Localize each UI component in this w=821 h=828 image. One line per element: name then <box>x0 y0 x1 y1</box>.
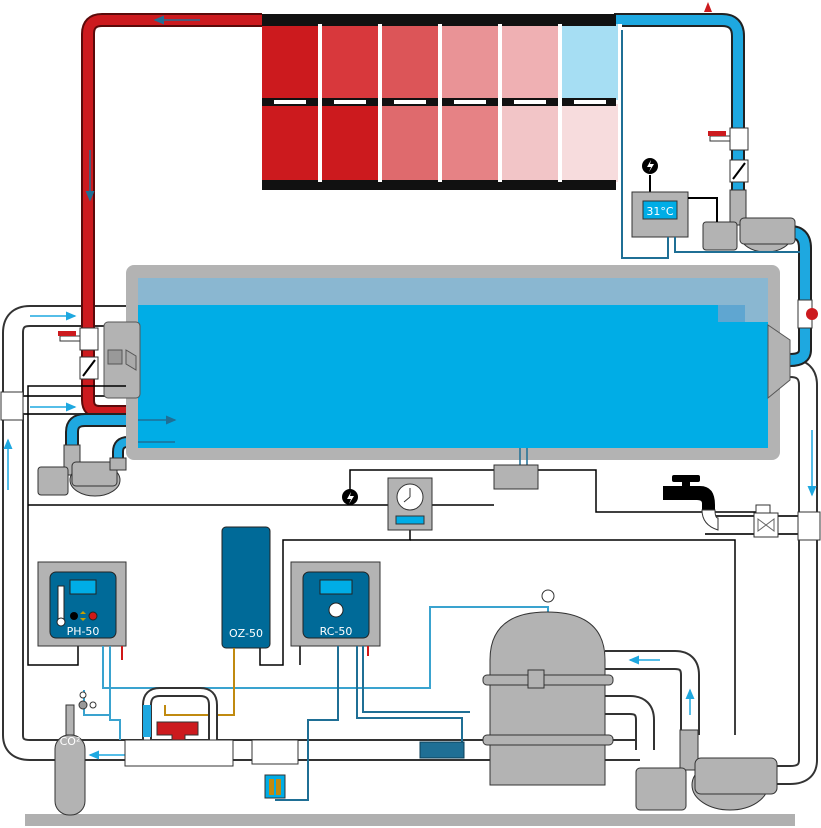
solar-pump <box>702 189 796 253</box>
solar-panel-top <box>262 24 318 100</box>
solar-panel-top <box>502 24 558 100</box>
panel-slot <box>514 100 546 104</box>
panel-gap <box>498 24 502 182</box>
faucet-icon <box>663 475 719 531</box>
heater-controller: 31°C <box>621 30 800 259</box>
ozone-generator: OZ-50 <box>221 526 271 649</box>
air-vent-icon <box>704 2 712 12</box>
solar-panel-top <box>562 24 618 100</box>
panel-gap <box>318 24 322 182</box>
junction-box <box>493 464 539 490</box>
solar-panel-bottom <box>382 104 438 182</box>
co2-cylinder-icon: CO² <box>54 691 97 816</box>
panel-slot <box>394 100 426 104</box>
temperature-display: 31°C <box>646 205 673 218</box>
co2-regulator <box>78 700 88 710</box>
swimming-pool <box>126 265 791 460</box>
solar-panel-bottom <box>442 104 498 182</box>
panel-gap <box>618 24 622 182</box>
chlorine-controller: RC-50 <box>290 561 381 647</box>
ph-controller-label: PH-50 <box>67 625 100 638</box>
pool-pump-left <box>37 444 127 497</box>
heat-exchanger <box>103 321 141 399</box>
timer-control-box <box>387 477 433 531</box>
solar-panel-top <box>382 24 438 100</box>
chlorine-controller-label: RC-50 <box>320 625 353 638</box>
return-pipes <box>2 305 818 785</box>
tee-fitting-right <box>797 511 821 541</box>
solar-header-bottom <box>262 180 616 190</box>
panel-slot <box>334 100 366 104</box>
solenoid-valve <box>753 504 779 538</box>
ball-valve-handle <box>156 721 199 741</box>
control-wiring <box>27 385 760 735</box>
co2-label: CO² <box>60 735 81 748</box>
panel-gap <box>558 24 562 182</box>
solar-panel-top <box>322 24 378 100</box>
panel-gap <box>438 24 442 182</box>
solar-panel-array <box>262 14 622 190</box>
ph-controller: PH-50 <box>37 561 127 647</box>
tee-fitting-left <box>0 391 24 421</box>
valve-icon <box>58 127 818 380</box>
cold-water-pipe <box>65 13 812 470</box>
pressure-gauge-icon <box>541 589 555 603</box>
solar-panel-bottom <box>262 104 318 182</box>
filter-cartridge <box>264 774 286 799</box>
panel-slot <box>454 100 486 104</box>
panel-gap <box>378 24 382 182</box>
hot-water-pipe <box>81 13 262 419</box>
dosing-bypass <box>124 687 299 799</box>
ground <box>25 814 795 826</box>
solar-panel-bottom <box>502 104 558 182</box>
solar-panel-bottom <box>322 104 378 182</box>
solar-panel-bottom <box>562 104 618 182</box>
heat-coil <box>419 741 465 759</box>
solar-header-top <box>262 14 616 26</box>
solar-panel-top <box>442 24 498 100</box>
panel-slot <box>574 100 606 104</box>
ozone-generator-label: OZ-50 <box>229 627 263 640</box>
filter-pump <box>635 729 778 811</box>
filter-tank-icon <box>482 589 614 786</box>
panel-slot <box>274 100 306 104</box>
